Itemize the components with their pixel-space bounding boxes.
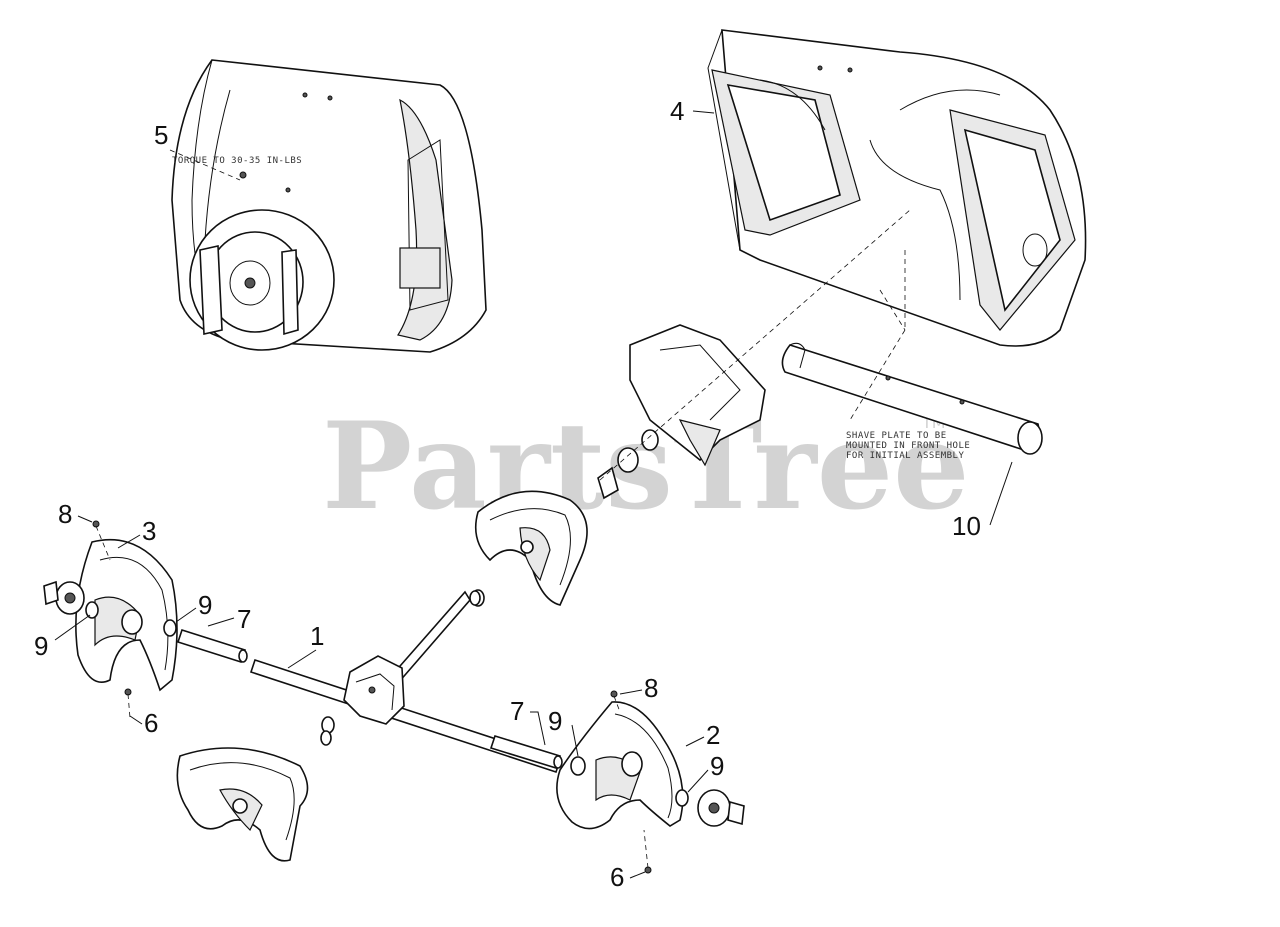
shave-plate-note-1: SHAVE PLATE TO BE bbox=[846, 431, 947, 441]
callout-7-left[interactable]: 7 bbox=[237, 604, 251, 634]
callout-8-right[interactable]: 8 bbox=[644, 673, 658, 703]
hub-right[interactable] bbox=[697, 789, 745, 827]
callout-9-right-outer[interactable]: 9 bbox=[710, 751, 724, 781]
callout-1[interactable]: 1 bbox=[310, 621, 324, 651]
hub-left[interactable] bbox=[43, 580, 85, 615]
callout-10[interactable]: 10 bbox=[952, 511, 981, 541]
bearing-right-inner[interactable] bbox=[570, 756, 586, 776]
shear-nut-left[interactable] bbox=[124, 688, 132, 719]
callout-6-left[interactable]: 6 bbox=[144, 708, 158, 738]
shear-bolt-left[interactable] bbox=[92, 520, 111, 561]
auger-flight-right[interactable] bbox=[556, 701, 684, 830]
torque-note: TORQUE TO 30-35 IN-LBS bbox=[172, 156, 302, 166]
shear-bolt-right[interactable] bbox=[610, 690, 621, 713]
washer-upper[interactable] bbox=[469, 590, 481, 606]
gearbox[interactable] bbox=[321, 655, 405, 734]
shear-nut-right[interactable] bbox=[643, 829, 652, 874]
callout-3[interactable]: 3 bbox=[142, 516, 156, 546]
auger-housing-rear[interactable] bbox=[171, 59, 487, 353]
shave-plate[interactable] bbox=[781, 342, 1043, 455]
callout-8-left[interactable]: 8 bbox=[58, 499, 72, 529]
bearing-left-inner[interactable] bbox=[163, 619, 177, 637]
auger-flight-lower-left[interactable] bbox=[176, 747, 309, 862]
callout-2[interactable]: 2 bbox=[706, 720, 720, 750]
callout-9-left-outer[interactable]: 9 bbox=[34, 631, 48, 661]
callout-9-right-inner[interactable]: 9 bbox=[548, 706, 562, 736]
callout-5[interactable]: 5 bbox=[154, 120, 168, 150]
callout-4[interactable]: 4 bbox=[670, 96, 684, 126]
auger-housing-front[interactable] bbox=[707, 29, 1087, 347]
watermark-text: PartsTree bbox=[322, 396, 969, 537]
callout-7-right[interactable]: 7 bbox=[510, 696, 524, 726]
bearing-right-outer[interactable] bbox=[675, 789, 689, 807]
shave-plate-note-2: MOUNTED IN FRONT HOLE bbox=[846, 441, 970, 451]
auger-shaft[interactable] bbox=[249, 589, 562, 774]
washer-lower[interactable] bbox=[320, 730, 332, 746]
callout-9-left-inner[interactable]: 9 bbox=[198, 590, 212, 620]
shave-plate-note-3: FOR INITIAL ASSEMBLY bbox=[846, 451, 964, 461]
bearing-left-outer[interactable] bbox=[85, 601, 99, 619]
spacer-tube-right[interactable] bbox=[489, 735, 563, 769]
bearing-bracket[interactable] bbox=[597, 324, 766, 500]
auger-flight-left[interactable] bbox=[75, 538, 178, 692]
auger-flight-upper-right[interactable] bbox=[474, 490, 588, 606]
callout-6-right[interactable]: 6 bbox=[610, 862, 624, 892]
spacer-tube-left[interactable] bbox=[176, 628, 248, 664]
